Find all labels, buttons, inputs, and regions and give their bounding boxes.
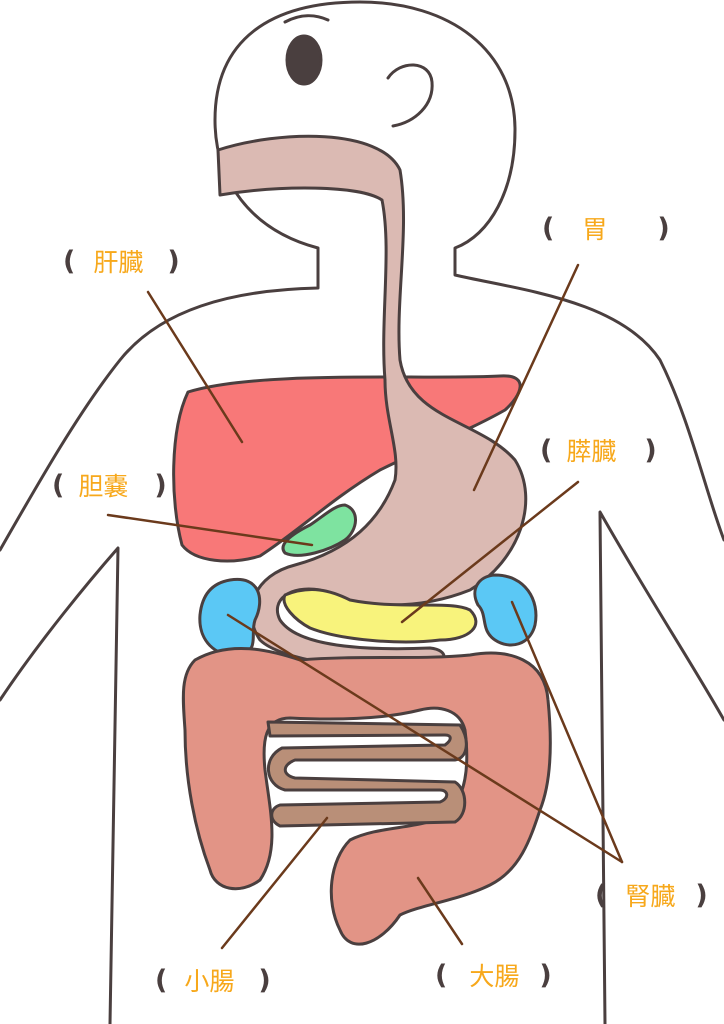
- leader-line-small-intestine: [220, 816, 329, 950]
- right-arm-outline: [598, 510, 724, 1024]
- eye: [285, 34, 323, 86]
- small-intestine: [266, 720, 468, 828]
- label-small-intestine: ( 小腸 ): [155, 964, 271, 997]
- leader-line-stomach: [472, 263, 580, 492]
- left-arm-outline: [0, 546, 120, 1024]
- label-liver: ( 肝臓 ): [63, 245, 180, 278]
- label-pancreas: ( 膵臓 ): [540, 434, 657, 467]
- label-stomach: ( 胃 ): [542, 212, 670, 245]
- label-gallbladder: ( 胆嚢 ): [52, 469, 167, 502]
- kidney-right: [473, 573, 538, 647]
- ear: [386, 63, 434, 128]
- eyebrow: [283, 14, 330, 24]
- leader-line-kidney-right: [510, 600, 624, 864]
- label-large-intestine: ( 大腸 ): [435, 959, 552, 992]
- esophagus-stomach: [216, 134, 528, 671]
- pancreas: [282, 588, 478, 644]
- label-kidney: ( 腎臓 ): [595, 879, 708, 912]
- leader-line-pancreas: [400, 480, 580, 624]
- body-outline: [0, 0, 724, 552]
- leader-line-gallbladder: [106, 513, 314, 547]
- leader-line-large-intestine: [416, 876, 464, 946]
- large-intestine: [181, 647, 552, 946]
- leader-line-kidney-left: [226, 613, 624, 864]
- leader-line-liver: [146, 290, 244, 444]
